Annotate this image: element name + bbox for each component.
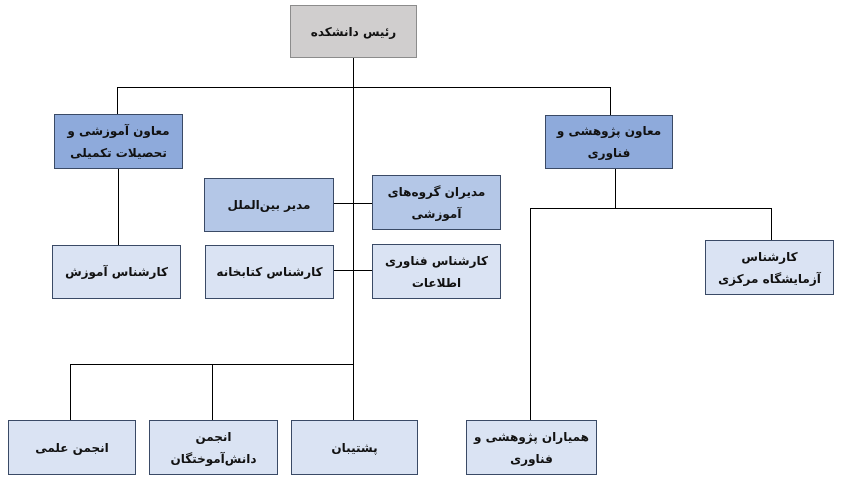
node-lab-expert: کارشناس آزمایشگاه مرکزی [705,240,834,295]
node-library-expert: کارشناس کتابخانه [205,245,334,299]
connector [70,364,71,420]
connector [117,87,118,114]
connector [615,168,616,208]
node-research-assistants: همیاران پژوهشی و فناوری [466,420,597,475]
connector [353,57,354,364]
connector [118,168,119,245]
node-dept-heads: مدیران گروه‌های آموزشی [372,175,501,230]
node-education-expert: کارشناس آموزش [52,245,181,299]
connector [334,203,372,204]
node-intl-manager: مدیر بین‌الملل [204,178,334,232]
connector [117,87,611,88]
connector [530,208,531,420]
node-vp-research: معاون پژوهشی و فناوری [545,115,673,169]
node-scientific-association: انجمن علمی [8,420,136,475]
node-it-expert: کارشناس فناوری اطلاعات [372,244,501,299]
connector [610,87,611,115]
node-vp-education: معاون آموزشی و تحصیلات تکمیلی [54,114,183,169]
connector [212,364,213,420]
node-dean: رئیس دانشکده [290,5,417,58]
connector [530,208,772,209]
connector [334,270,372,271]
connector [771,208,772,240]
node-alumni-association: انجمن دانش‌آموختگان [149,420,278,475]
node-support: پشتیبان [291,420,418,475]
connector [353,364,354,420]
